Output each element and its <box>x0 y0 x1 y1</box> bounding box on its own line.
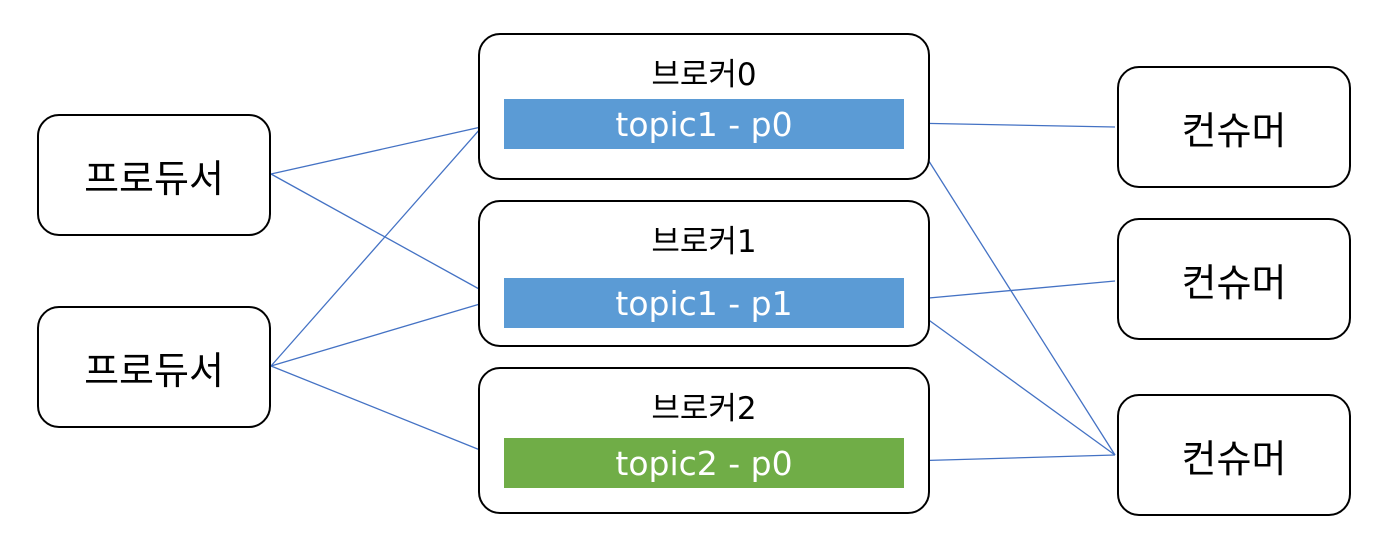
connector-producer-2-to-topic1-p1 <box>270 298 491 367</box>
producer-box-2: 프로듀서 <box>37 306 271 428</box>
broker-title-0: 브로커0 <box>651 57 757 93</box>
partition-topic1-p1: topic1 - p1 <box>504 278 904 328</box>
connector-consumer-3-to-topic1-p1 <box>907 304 1116 456</box>
producer-label-2: 프로듀서 <box>84 348 224 393</box>
broker-title-1: 브로커1 <box>651 224 757 260</box>
consumer-label-3: 컨슈머 <box>1181 436 1287 481</box>
consumer-box-2: 컨슈머 <box>1117 218 1351 340</box>
partition-topic1-p0: topic1 - p0 <box>504 99 904 149</box>
consumer-box-1: 컨슈머 <box>1117 66 1351 188</box>
broker-title-2: 브로커2 <box>651 391 757 427</box>
consumer-label-2: 컨슈머 <box>1181 260 1287 305</box>
connector-producer-1-to-topic1-p0 <box>270 122 491 175</box>
partition-topic2-p0: topic2 - p0 <box>504 438 904 488</box>
producer-box-1: 프로듀서 <box>37 114 271 236</box>
producer-label-1: 프로듀서 <box>84 156 224 201</box>
broker-box-1: 브로커1 topic1 - p1 <box>478 200 930 347</box>
connector-producer-2-to-topic2-p0 <box>270 365 501 460</box>
broker-box-2: 브로커2 topic2 - p0 <box>478 367 930 514</box>
consumer-label-1: 컨슈머 <box>1181 108 1287 153</box>
broker-box-0: 브로커0 topic1 - p0 <box>478 33 930 180</box>
consumer-box-3: 컨슈머 <box>1117 394 1351 516</box>
connector-consumer-3-to-topic1-p0 <box>912 135 1116 456</box>
connector-producer-2-to-topic1-p0 <box>270 119 489 367</box>
connector-consumer-3-to-topic2-p0 <box>907 454 1116 466</box>
connector-consumer-1-to-topic1-p0 <box>906 118 1116 129</box>
